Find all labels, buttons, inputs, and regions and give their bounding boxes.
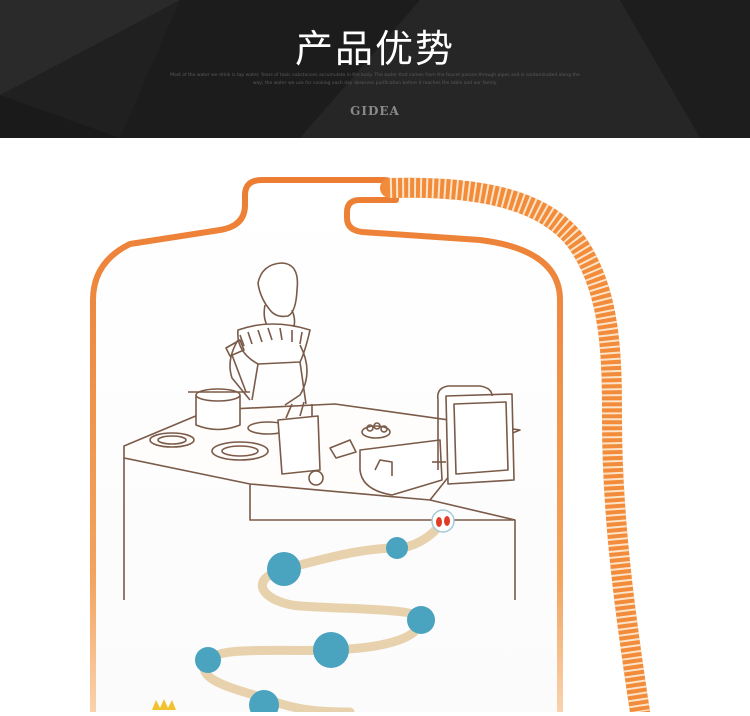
mineral-node [195, 647, 221, 673]
sparkle-icon [152, 699, 176, 710]
header-subtext: Most of the water we drink is tap water.… [170, 73, 580, 86]
mineral-node [313, 632, 349, 668]
water-hose [380, 177, 650, 716]
mineral-node [407, 606, 435, 634]
header-banner: 产品优势 Most of the water we drink is tap w… [0, 0, 750, 138]
foot-icon [431, 509, 455, 533]
kitchen-sketch [123, 262, 521, 600]
header-background-facets [0, 0, 750, 138]
mineral-node [249, 690, 279, 716]
mineral-node [386, 537, 408, 559]
brand-name: GIDEA [350, 104, 400, 118]
page-title: 产品优势 [294, 27, 455, 71]
product-illustration [0, 138, 750, 716]
mineral-node [267, 552, 301, 586]
